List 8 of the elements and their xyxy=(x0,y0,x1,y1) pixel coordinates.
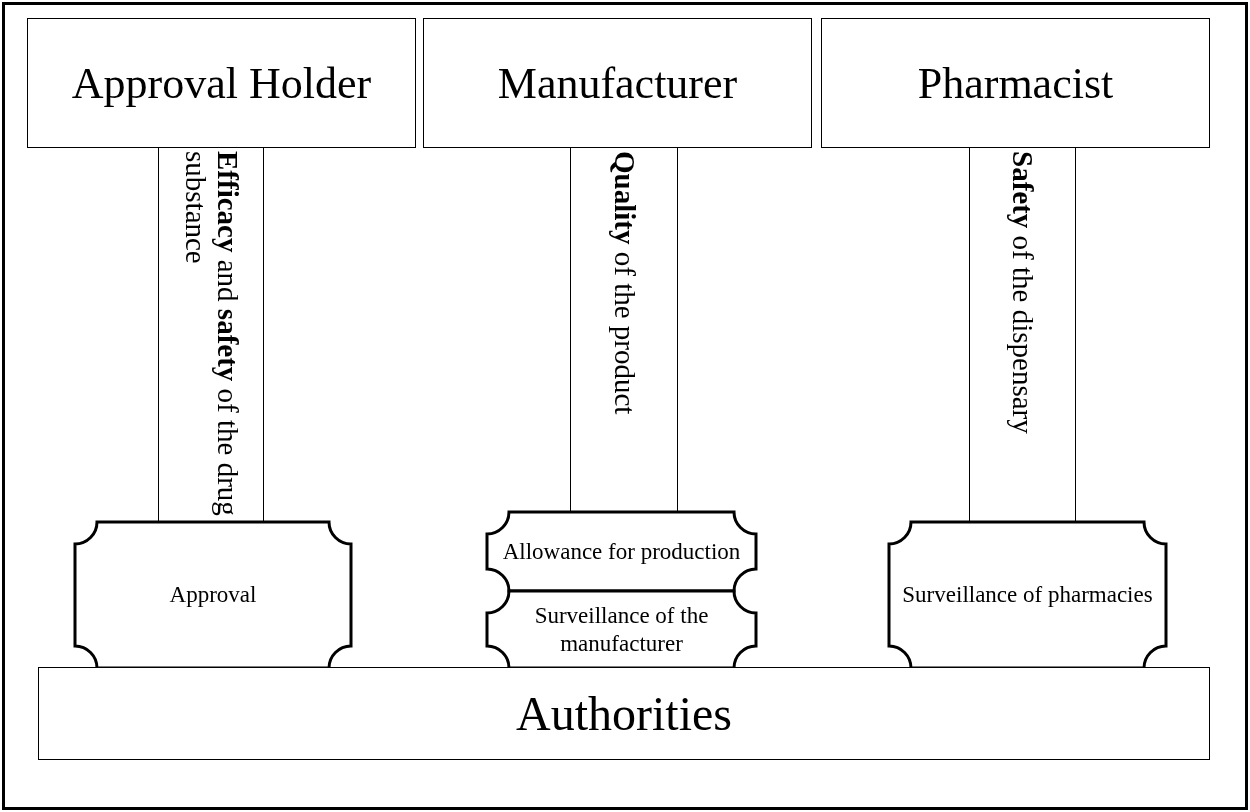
plaque-shape: Surveillance of pharmacies xyxy=(889,522,1166,668)
plaque-shape: Allowance for production xyxy=(487,512,756,591)
foundation-box: Authorities xyxy=(38,667,1210,760)
role-box: Approval Holder xyxy=(27,18,416,148)
role-box: Pharmacist xyxy=(821,18,1210,148)
role-box: Manufacturer xyxy=(423,18,812,148)
plaque-shape: Surveillance of the manufacturer xyxy=(487,591,756,668)
plaque-shape: Approval xyxy=(75,522,351,668)
